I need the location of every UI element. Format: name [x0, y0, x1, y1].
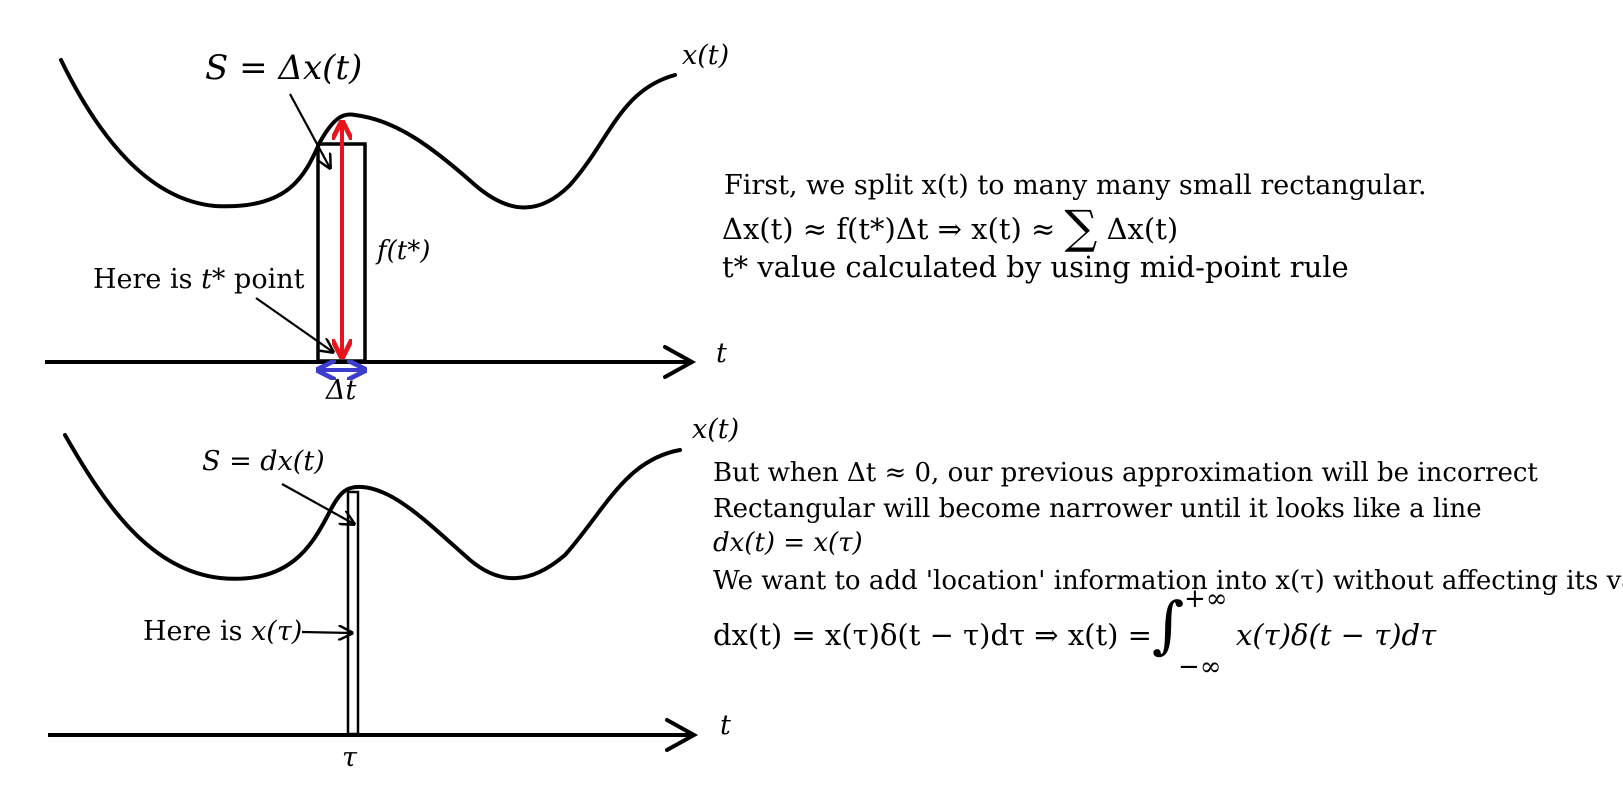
integral-sign-icon: ∫	[1152, 588, 1185, 661]
note-bottom-line-1: But when Δt ≈ 0, our previous approximat…	[713, 458, 1538, 488]
bottom-curve	[63, 433, 682, 581]
top-axis-label: t	[716, 338, 727, 369]
integral-upper-limit: +∞	[1184, 584, 1228, 614]
top-width-label: Δt	[326, 375, 357, 406]
area-pointer-arrow	[289, 93, 330, 168]
sigma-icon: ∑	[1064, 200, 1098, 254]
top-axis-arrowhead	[663, 345, 697, 379]
note-top-line-2: Δx(t) ≈ f(t*)Δt ⇒ x(t) ≈ ∑ Δx(t)	[722, 200, 1179, 254]
integral-lower-limit: −∞	[1178, 652, 1222, 682]
bottom-area-pointer-arrow	[281, 483, 354, 524]
bottom-axis-arrowhead	[665, 718, 699, 752]
bottom-tick-label: τ	[342, 742, 357, 773]
top-point-label: Here is t* point	[93, 264, 305, 295]
note-bottom-line-4: We want to add 'location' information in…	[713, 566, 1623, 596]
note-bottom-line-5-integrand: x(τ)δ(t − τ)dτ	[1236, 618, 1437, 652]
note-bottom-line-5: dx(t) = x(τ)δ(t − τ)dτ ⇒ x(t) =	[713, 618, 1152, 652]
point-pointer-arrow	[255, 297, 333, 352]
top-curve-label: x(t)	[682, 40, 730, 71]
top-curve	[59, 58, 677, 210]
bottom-point-label: Here is x(τ)	[143, 616, 303, 647]
note-top-line-1: First, we split x(t) to many many small …	[724, 170, 1427, 201]
bottom-point-pointer-arrow	[301, 632, 352, 633]
bottom-axis-label: t	[720, 710, 731, 741]
top-height-label: f(t*)	[377, 236, 431, 266]
bottom-area-label: S = dx(t)	[202, 446, 325, 477]
bottom-narrow-rectangle	[346, 490, 360, 736]
note-bottom-line-2: Rectangular will become narrower until i…	[713, 494, 1482, 524]
bottom-curve-label: x(t)	[692, 414, 740, 445]
top-area-label: S = Δx(t)	[205, 48, 363, 88]
note-bottom-line-3: dx(t) = x(τ)	[713, 528, 863, 558]
note-top-line-3: t* value calculated by using mid-point r…	[722, 250, 1349, 284]
